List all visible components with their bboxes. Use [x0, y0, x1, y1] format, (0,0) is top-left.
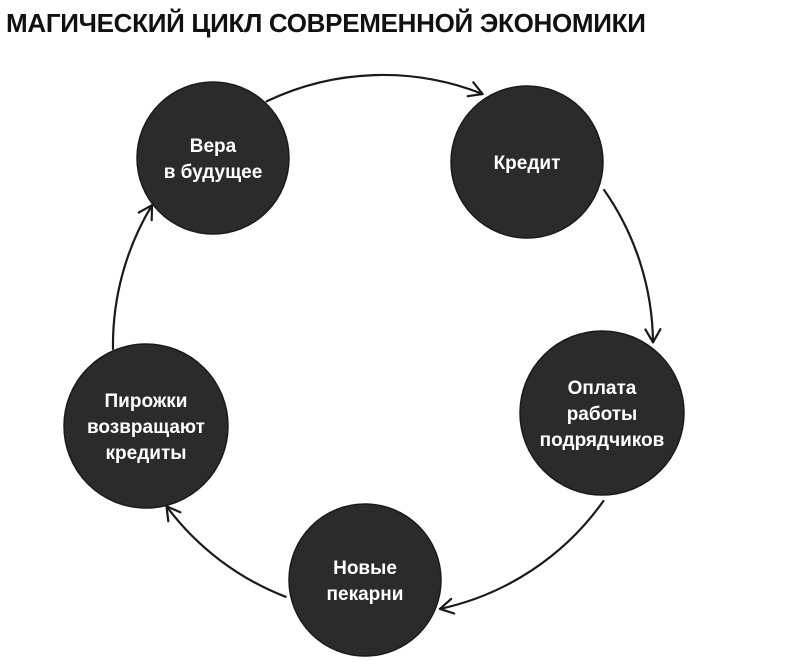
node-pies-repay-label-line: возвращают	[87, 417, 205, 438]
node-contractor-payment: Оплата работы подрядчиков	[519, 330, 685, 496]
node-pies-repay-circle	[63, 343, 229, 509]
arrowhead-pies-repay	[165, 505, 182, 523]
node-pies-repay-label-line: кредиты	[106, 443, 187, 464]
node-contractor-payment-label-line: работы	[567, 404, 638, 425]
cycle-arrows	[111, 73, 662, 615]
node-credit-circle	[450, 85, 604, 239]
node-faith-label-line: Вера	[190, 136, 237, 157]
arrowhead-faith	[137, 204, 154, 222]
node-contractor-payment-circle	[519, 330, 685, 496]
arrowhead-contractor-payment	[644, 328, 662, 344]
arrowhead-credit	[466, 81, 484, 98]
node-new-bakeries: Новые пекарни	[288, 503, 442, 657]
arrowhead-new-bakeries	[438, 597, 456, 615]
node-faith-label-line: в будущее	[164, 162, 263, 183]
arrow-credit-to-contractor-payment	[603, 188, 655, 344]
arrow-new-bakeries-to-pies-repay	[165, 505, 287, 598]
node-new-bakeries-label-line: пекарни	[327, 584, 404, 605]
node-faith: Вера в будущее	[136, 81, 290, 235]
node-pies-repay: Пирожки возвращают кредиты	[63, 343, 229, 509]
node-new-bakeries-circle	[288, 503, 442, 657]
arrow-contractor-payment-to-new-bakeries	[438, 499, 605, 610]
node-contractor-payment-label-line: подрядчиков	[540, 430, 665, 451]
node-pies-repay-label-line: Пирожки	[105, 391, 188, 412]
arrow-faith-to-credit	[265, 73, 484, 103]
arrow-pies-repay-to-faith	[111, 204, 154, 350]
node-faith-circle	[136, 81, 290, 235]
node-new-bakeries-label-line: Новые	[333, 558, 397, 579]
node-credit-label-line: Кредит	[494, 153, 561, 174]
node-contractor-payment-label-line: Оплата	[568, 378, 637, 399]
node-credit: Кредит	[450, 85, 604, 239]
diagram-title: МАГИЧЕСКИЙ ЦИКЛ СОВРЕМЕННОЙ ЭКОНОМИКИ	[6, 8, 646, 38]
